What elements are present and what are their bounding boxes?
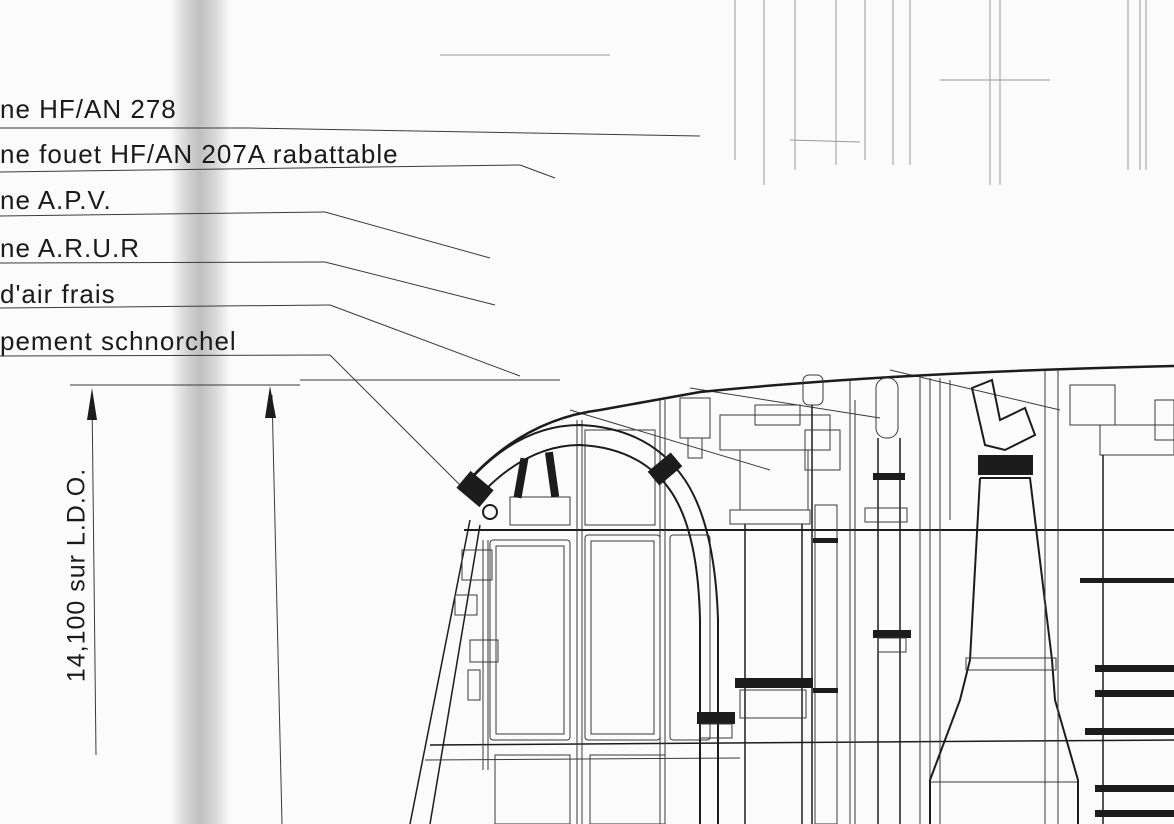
- callout-schnorchel: pement schnorchel: [0, 326, 237, 356]
- callout-antenna-apv: ne A.P.V.: [0, 185, 112, 215]
- scan-shadow: [170, 0, 230, 824]
- callout-whip-antenna: ne fouet HF/AN 207A rabattable: [0, 139, 399, 169]
- callout-fresh-air: d'air frais: [0, 279, 116, 309]
- mast-c: [849, 377, 941, 824]
- construction-lines: [440, 0, 1147, 185]
- right-fittings: [1044, 370, 1174, 824]
- dimension-label: 14,100 sur L.D.O.: [62, 467, 91, 683]
- callout-leaders: [0, 127, 1061, 488]
- callout-antenna-arur: ne A.R.U.R: [0, 233, 141, 263]
- mast-d: [929, 378, 1079, 824]
- mast-b: [802, 374, 841, 824]
- callout-antenna-hf-an-278: ne HF/AN 278: [0, 94, 177, 124]
- hull-fittings: [454, 540, 499, 770]
- schnorchel-pipe: [456, 423, 735, 824]
- dimension-lines: [70, 379, 560, 824]
- mast-a: [679, 397, 831, 824]
